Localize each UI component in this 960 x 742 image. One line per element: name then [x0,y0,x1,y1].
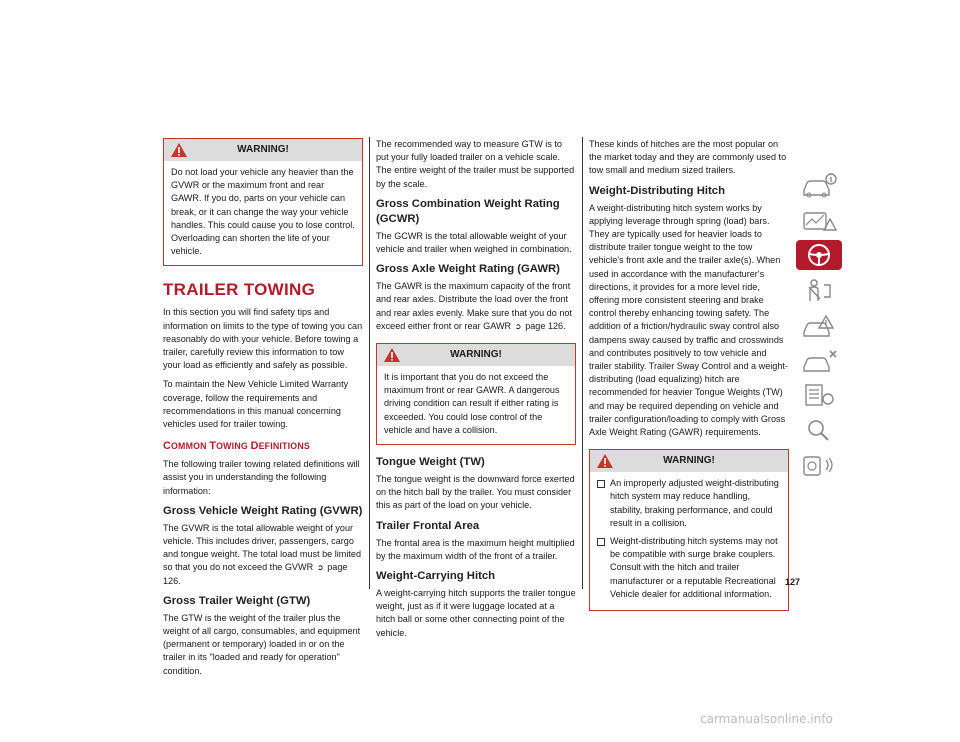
search-index-icon [808,420,829,441]
page-reference-link[interactable]: page 126. [525,320,566,331]
column-3: These kinds of hitches are the most popu… [589,138,789,621]
column-1: WARNING! Do not load your vehicle any he… [163,138,363,684]
warning-box: WARNING! An improperly adjusted weight-d… [589,449,789,612]
steering-wheel-icon [808,244,830,266]
car-emergency-icon [803,314,835,337]
gvwr-heading: Gross Vehicle Weight Rating (GVWR) [163,504,363,517]
nav-technical-specs[interactable] [796,380,842,410]
nav-safety[interactable] [796,275,842,305]
column-divider [369,137,370,589]
warning-text: It is important that you do not exceed t… [384,372,560,435]
warning-triangle-icon [171,143,187,157]
wdh-text: A weight-distributing hitch system works… [589,202,788,438]
tw-text: The tongue weight is the downward force … [376,474,575,511]
nav-driving-section[interactable] [796,240,842,270]
page-reference-icon: ➲ [514,321,522,331]
warning-bullet: Weight-distributing hitch systems may no… [597,535,781,601]
gawr-heading: Gross Axle Weight Rating (GAWR) [376,263,560,276]
gcwr-text: The GCWR is the total allowable weight o… [376,230,572,255]
tw-heading: Tongue Weight (TW) [376,456,485,469]
tfa-text: The frontal area is the maximum height m… [376,537,575,561]
gcwr-heading: Gross Combination Weight Rating (GCWR) [376,197,560,225]
technical-specs-list-icon [805,384,834,406]
warning-bullet: An improperly adjusted weight-distributi… [597,477,781,530]
wch-heading: Weight-Carrying Hitch [376,570,496,583]
tfa-heading: Trailer Frontal Area [376,519,480,532]
warning-header: WARNING! [164,139,362,161]
warning-title: WARNING! [450,349,502,361]
warning-triangle-icon [384,348,400,363]
hitches-text: These kinds of hitches are the most popu… [589,139,787,176]
warning-text: Do not load your vehicle any heavier tha… [171,167,355,257]
intro-paragraph: In this section you will find safety tip… [163,307,363,371]
gvwr-text: The GVWR is the total allowable weight o… [163,522,361,586]
gtw-measure-text: The recommended way to measure GTW is to… [376,139,575,189]
column-divider [582,137,583,589]
multimedia-icon [803,456,833,476]
checkbox-bullet-icon [597,538,605,547]
warning-box: WARNING! It is important that you do not… [376,343,576,446]
warning-triangle-icon [597,454,613,469]
page-reference-link[interactable]: page 126. [163,562,348,586]
wch-text: A weight-carrying hitch supports the tra… [376,588,576,638]
car-service-icon [803,350,837,372]
nav-dashboard-warnings[interactable] [796,205,842,235]
warning-header: WARNING! [377,344,575,367]
warning-title: WARNING! [663,455,715,467]
nav-emergency[interactable] [796,310,842,340]
nav-index[interactable] [796,415,842,445]
section-title: TRAILER TOWING [163,280,316,300]
subsection-title: COMMON TOWING DEFINITIONS [163,440,310,453]
dashboard-warning-icon [803,212,838,231]
warranty-paragraph: To maintain the New Vehicle Limited Warr… [163,379,349,430]
warning-title: WARNING! [237,144,289,155]
gtw-text: The GTW is the weight of the trailer plu… [163,612,361,676]
car-info-icon [803,173,837,198]
checkbox-bullet-icon [597,480,605,489]
page-number: 127 [784,577,800,587]
seatbelt-safety-icon [808,279,831,301]
wdh-heading: Weight-Distributing Hitch [589,184,725,197]
gawr-text: The GAWR is the maximum capacity of the … [376,280,576,333]
nav-multimedia[interactable] [796,450,842,480]
definitions-intro: The following trailer towing related def… [163,459,360,496]
watermark: carmanualsonline.info [700,712,833,726]
column-2: The recommended way to measure GTW is to… [376,138,576,646]
page-reference-icon: ➲ [316,563,324,573]
gtw-heading: Gross Trailer Weight (GTW) [163,594,311,607]
warning-box: WARNING! Do not load your vehicle any he… [163,138,363,267]
warning-header: WARNING! [590,450,788,473]
nav-car-info[interactable] [796,170,842,200]
nav-servicing[interactable] [796,345,842,375]
